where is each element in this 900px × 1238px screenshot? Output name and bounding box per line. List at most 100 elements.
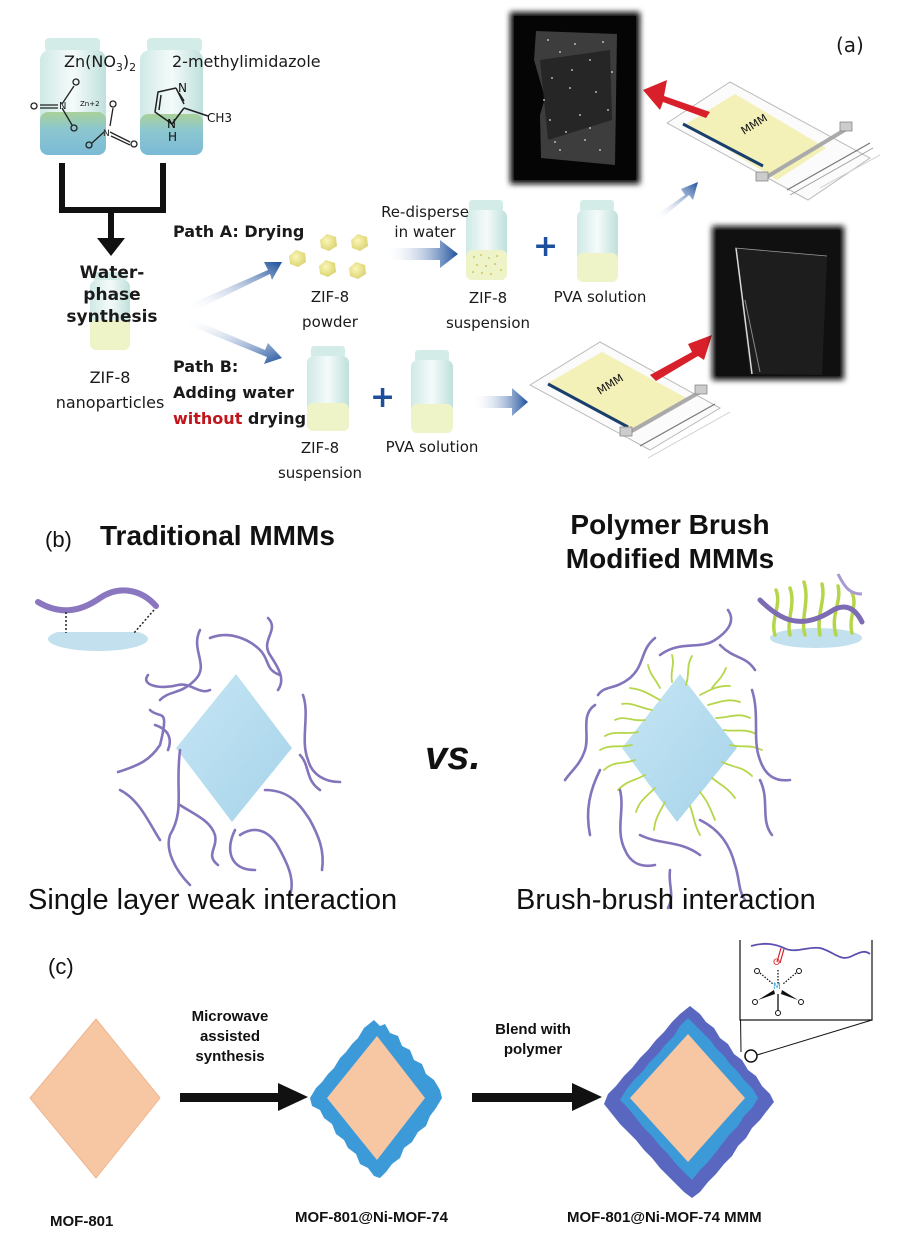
reagent-zn-prefix: Zn(NO xyxy=(64,52,116,71)
mmm-core xyxy=(630,1034,745,1162)
inset-oxygen-label: O xyxy=(773,958,781,968)
synthesis-label: Water-phase synthesis xyxy=(52,262,172,328)
panel-a-label: (a) xyxy=(836,33,864,57)
inset-metal-label: M xyxy=(773,982,781,992)
left-interaction-inset xyxy=(35,587,159,651)
right-interaction-inset xyxy=(757,573,865,648)
path-b-suspension-vial xyxy=(307,346,349,431)
panel-c: O M (c) Microwave assisted synthesis Ble… xyxy=(0,940,900,1238)
redisperse-arrow xyxy=(385,240,458,268)
zn-ion-label: Zn+2 xyxy=(80,100,100,108)
step2-line2: polymer xyxy=(503,1041,563,1058)
reagent-zn-nitrate: Zn(NO3)2 xyxy=(64,52,136,78)
reagent-2-methylimidazole: 2-methylimidazole xyxy=(172,52,321,71)
photo-sparkles xyxy=(543,39,613,151)
arrow-1 xyxy=(180,1083,308,1111)
reagent-zn-sub1: 3 xyxy=(115,61,123,75)
synthesis-line1: Water-phase xyxy=(79,263,145,305)
panel-b-graphics xyxy=(35,573,865,910)
down-arrow-icon xyxy=(97,238,125,256)
path-a-title: Path A: Drying xyxy=(173,222,305,241)
reagent-zn-sub2: 2 xyxy=(129,61,137,75)
zif8-powder xyxy=(289,234,368,279)
path-b-title-rest: drying xyxy=(242,409,307,428)
redisperse-label: Re-disperse in water xyxy=(375,202,475,242)
methyl-label: CH3 xyxy=(207,111,233,125)
traditional-mmms-title: Traditional MMMs xyxy=(100,520,335,551)
step1-line1: Microwave xyxy=(191,1008,269,1025)
mof801-ni-mof74-mmm-label: MOF-801@Ni-MOF-74 MMM xyxy=(567,1209,762,1226)
photo-opaque-membrane xyxy=(510,12,640,184)
arrow-2 xyxy=(472,1083,602,1111)
imidazole-nh-label: N xyxy=(167,117,176,131)
panel-a: N N xyxy=(0,0,900,490)
path-a-casting-board xyxy=(666,81,881,201)
path-b-title-line1: Path B: xyxy=(173,357,239,376)
path-b-red-arrow xyxy=(650,335,712,381)
panel-a-graphics: N N xyxy=(30,12,881,459)
right-filler-diamond xyxy=(622,674,737,822)
path-a-suspension-line2: suspension xyxy=(445,314,531,332)
path-b-pva-vial xyxy=(411,350,453,433)
coordination-inset xyxy=(739,940,873,1063)
path-b-suspension-line1: ZIF-8 xyxy=(300,439,340,457)
path-a-suspension-label: ZIF-8 suspension xyxy=(438,286,538,336)
step1-label: Microwave assisted synthesis xyxy=(175,1007,285,1067)
powder-label: ZIF-8 powder xyxy=(290,285,370,335)
imidazole-vial xyxy=(140,38,203,155)
panel-c-label: (c) xyxy=(48,954,74,979)
step2-label: Blend with polymer xyxy=(478,1020,588,1060)
reagent-zn-mid: ) xyxy=(122,52,130,71)
nitrate-structure xyxy=(30,78,138,149)
path-b-suspension-line2: suspension xyxy=(277,464,363,482)
left-polymer-chains xyxy=(116,616,342,897)
zn-nitrate-vial xyxy=(40,38,106,155)
powder-line1: ZIF-8 xyxy=(310,288,350,306)
step2-line1: Blend with xyxy=(495,1021,571,1038)
path-b-without-highlight: without xyxy=(173,409,243,428)
path-a-suspension-line1: ZIF-8 xyxy=(468,289,508,307)
path-b-title-line2: Adding water xyxy=(173,383,295,402)
nanoparticles-line2: nanoparticles xyxy=(55,393,165,412)
path-a-plus: + xyxy=(533,229,559,264)
powder-line2: powder xyxy=(302,313,358,331)
redisperse-line1: Re-disperse xyxy=(381,203,469,221)
path-b-plus: + xyxy=(370,380,396,415)
redisperse-line2: in water xyxy=(394,223,456,241)
imidazole-h-label: H xyxy=(168,130,178,144)
panel-b: (b) Traditional MMMs Polymer Brush Modif… xyxy=(0,490,900,940)
nanoparticles-label: ZIF-8 nanoparticles xyxy=(45,365,175,415)
left-filler-diamond xyxy=(176,674,292,822)
panel-c-graphics xyxy=(29,940,873,1198)
mof801-ni-mof74-label: MOF-801@Ni-MOF-74 xyxy=(295,1209,448,1226)
combine-bracket xyxy=(59,163,166,240)
brush-mmms-title: Polymer Brush Modified MMMs xyxy=(540,508,800,576)
ni-mof74-core xyxy=(327,1036,425,1160)
path-b-title-line3: without drying xyxy=(173,406,306,432)
versus-label: vs. xyxy=(425,734,481,778)
mof801-label: MOF-801 xyxy=(50,1213,114,1230)
right-brush-chains xyxy=(599,654,763,836)
path-b-pva-label: PVA solution xyxy=(385,438,479,456)
photo-transparent-membrane xyxy=(712,226,844,380)
path-b-suspension-label: ZIF-8 suspension xyxy=(270,436,370,486)
path-a-pva-label: PVA solution xyxy=(553,288,647,306)
path-a-suspension-vial xyxy=(466,200,507,280)
right-polymer-chains xyxy=(563,608,792,910)
brush-mmms-title-line1: Polymer Brush xyxy=(570,509,770,540)
panel-b-label: (b) xyxy=(45,527,72,552)
path-a-red-arrow xyxy=(643,80,710,118)
step1-line2: assisted xyxy=(199,1028,261,1045)
path-b-arrow xyxy=(186,318,282,364)
nitrate-n-label: N xyxy=(59,101,66,112)
path-b-title: Path B: Adding water without drying xyxy=(173,354,306,432)
path-b-casting-board xyxy=(529,341,731,459)
brush-mmms-title-line2: Modified MMMs xyxy=(565,543,775,574)
path-a-arrow xyxy=(188,262,282,312)
imidazole-ring xyxy=(154,87,209,126)
mof801-diamond xyxy=(29,1018,161,1179)
nanoparticles-line1: ZIF-8 xyxy=(89,368,131,387)
nanoparticle-vial xyxy=(90,272,130,350)
path-a-cast-arrow xyxy=(656,182,698,220)
imidazole-n-label: N xyxy=(178,81,187,95)
